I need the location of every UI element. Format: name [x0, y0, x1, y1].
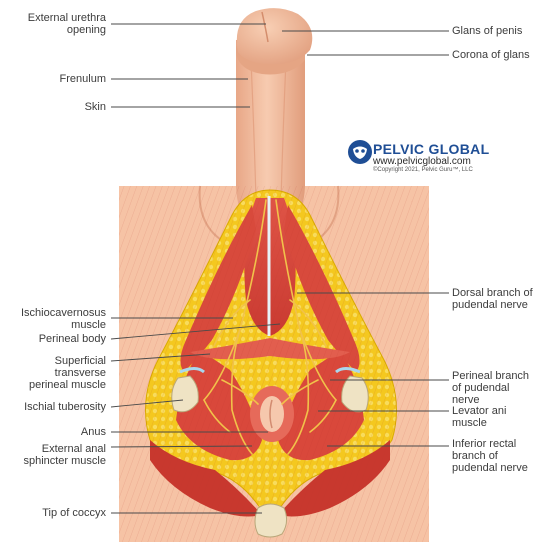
logo-name: PELVIC GLOBAL: [373, 141, 489, 157]
label-frenulum: Frenulum: [60, 73, 106, 85]
pelvis-logo-icon: [348, 140, 372, 164]
label-perineal-body: Perineal body: [39, 333, 106, 345]
tip-of-coccyx-shape: [255, 504, 287, 537]
label-skin: Skin: [85, 101, 106, 113]
label-anus: Anus: [81, 426, 106, 438]
label-corona-of-glans: Corona of glans: [452, 49, 530, 61]
label-glans-of-penis: Glans of penis: [452, 25, 522, 37]
logo-url: www.pelvicglobal.com: [373, 156, 471, 167]
logo-copyright: ©Copyright 2021, Pelvic Guru™, LLC: [373, 167, 473, 173]
ischial-tuberosity-right: [342, 376, 369, 412]
label-ischial-tuberosity: Ischial tuberosity: [24, 401, 106, 413]
label-tip-of-coccyx: Tip of coccyx: [42, 507, 106, 519]
ischial-tuberosity-left: [172, 376, 199, 412]
glans-of-penis-shape: [237, 8, 312, 64]
